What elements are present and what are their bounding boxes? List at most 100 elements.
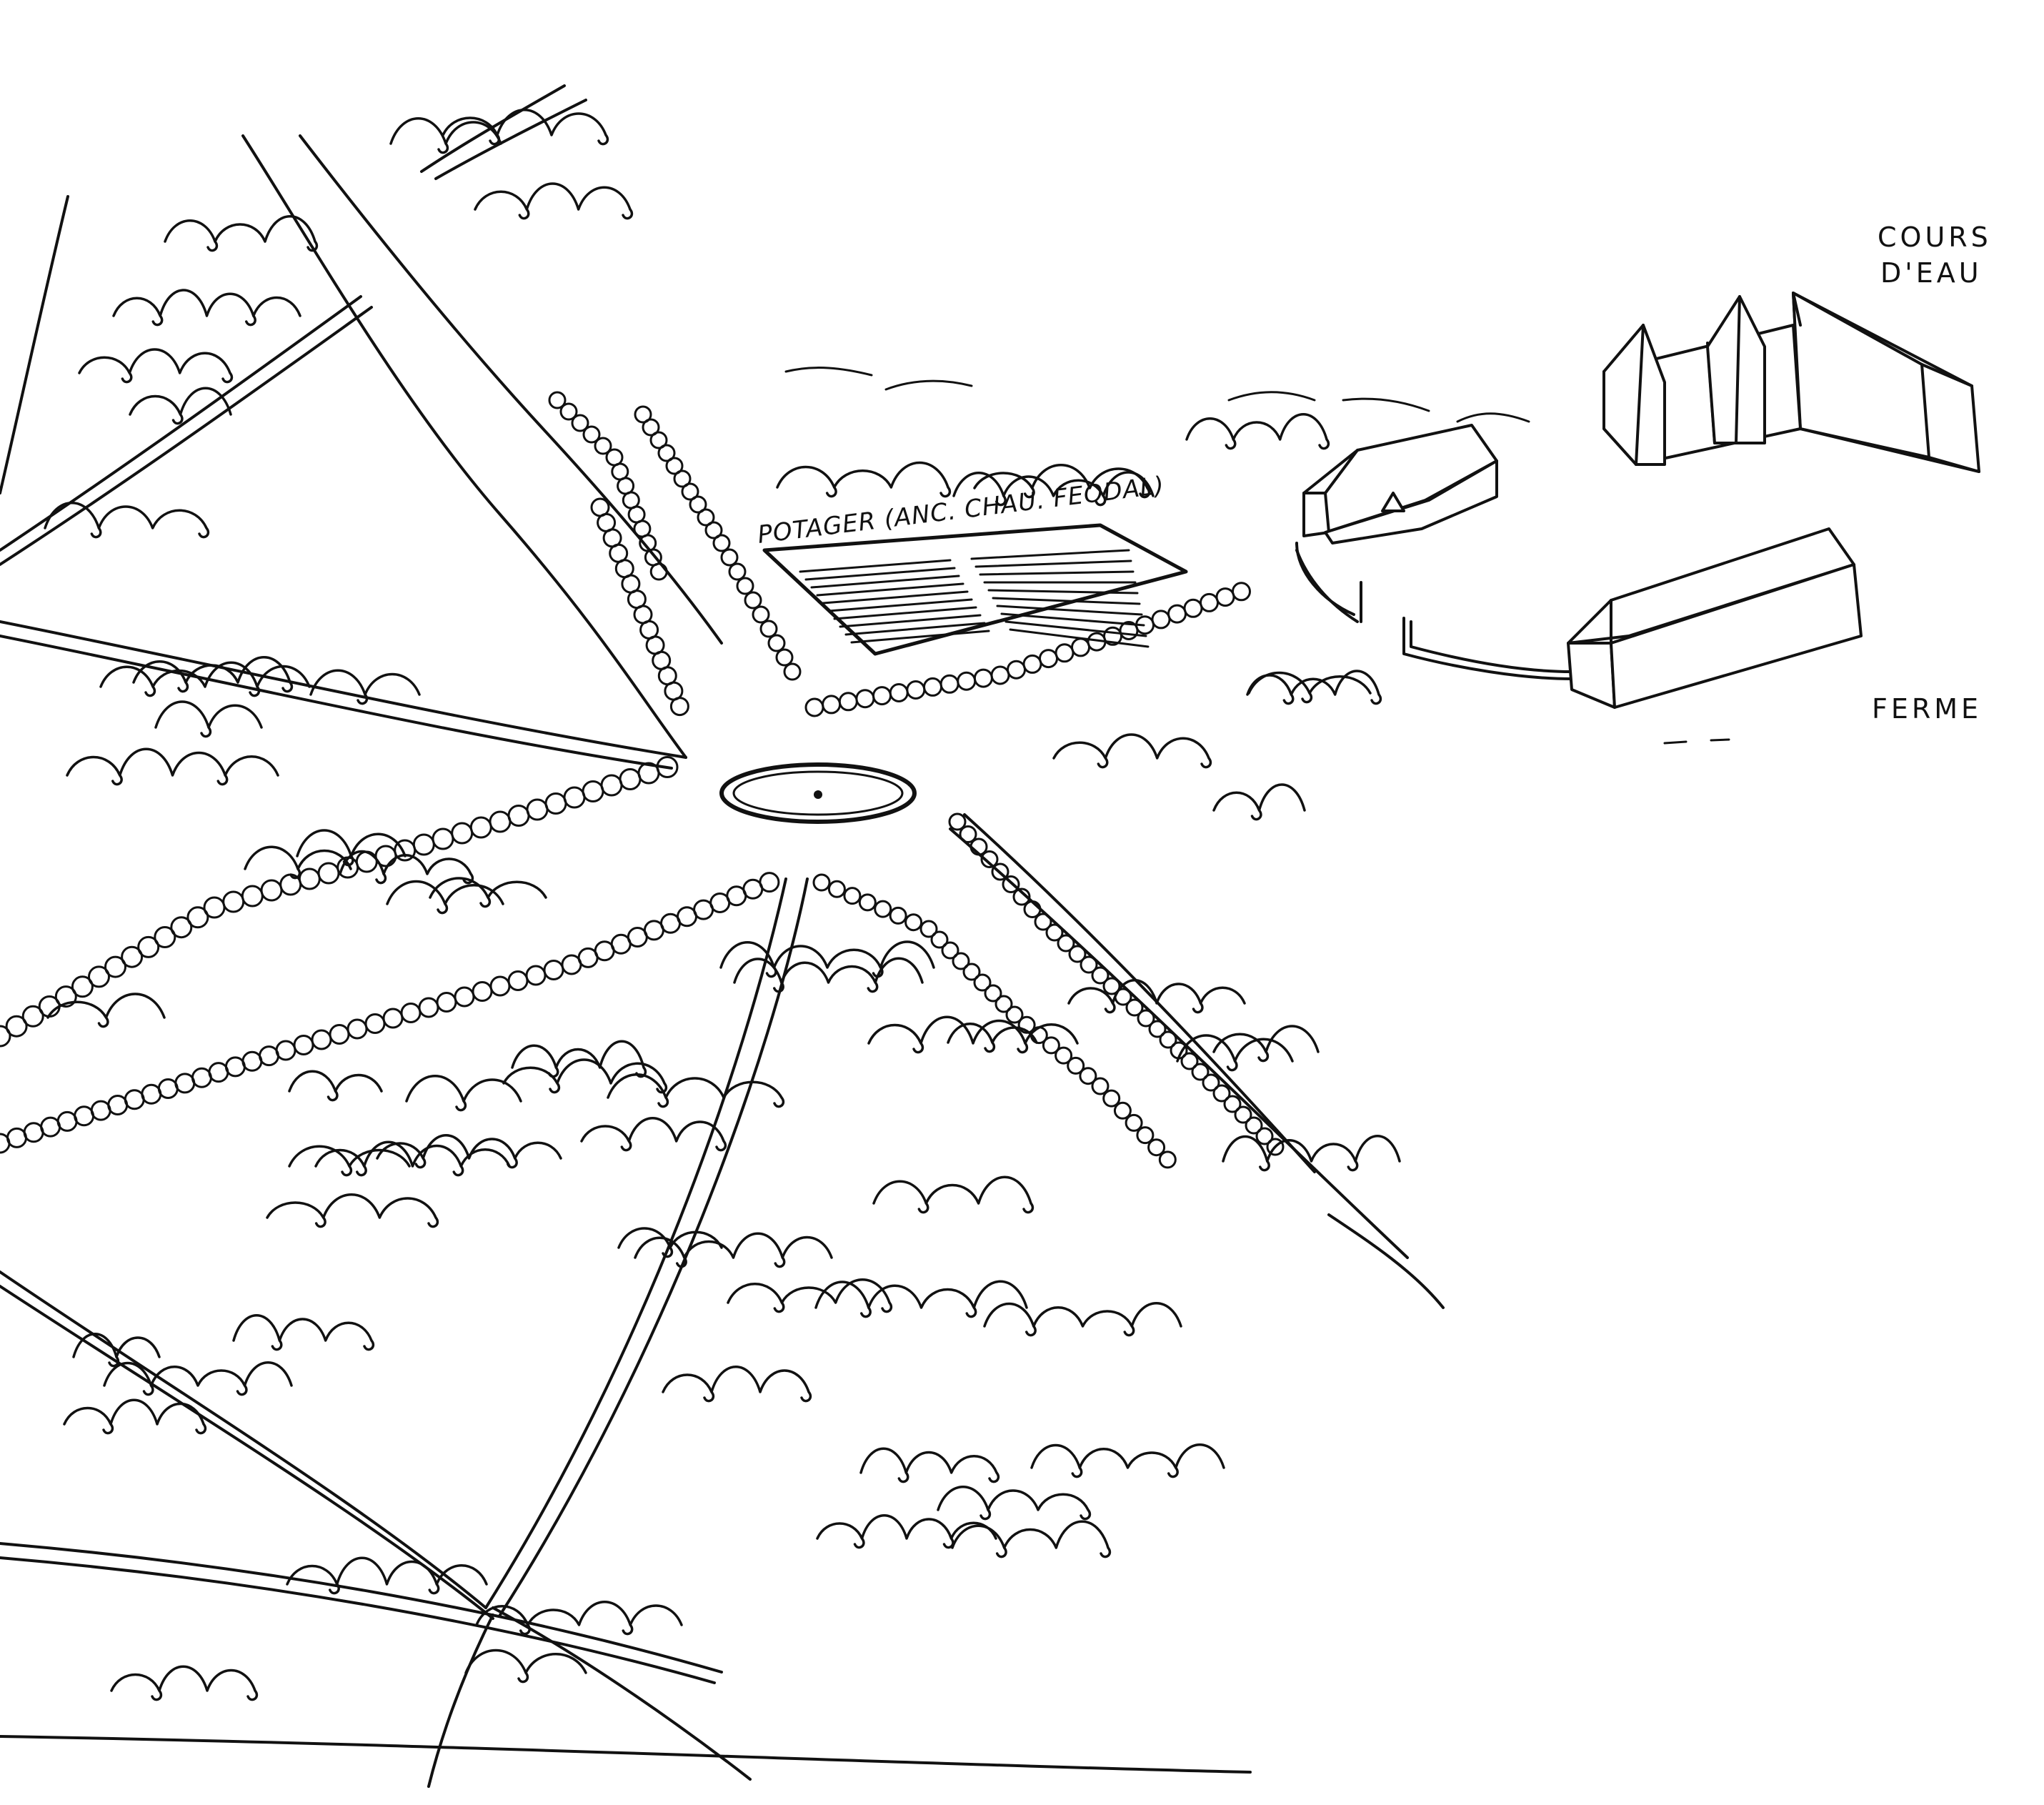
ferme-label: FERME <box>1872 693 1982 725</box>
hedge-bead <box>930 930 949 949</box>
hedge-bead <box>1202 1073 1220 1092</box>
canopy-scribble <box>872 1175 1035 1214</box>
hedge-bead <box>1012 887 1031 906</box>
canopy-scribble <box>288 1145 411 1177</box>
hedge-bead <box>689 495 707 514</box>
canopy-scribble <box>1176 1034 1294 1072</box>
hedge-bead <box>507 970 529 991</box>
canopy-scribble <box>296 829 407 867</box>
hedge-bead <box>5 1015 28 1038</box>
hedge-bead <box>124 1089 145 1110</box>
avenue-top-left-edge <box>241 134 687 759</box>
hedge-bead <box>1055 1046 1073 1065</box>
hedge-bead <box>991 862 1009 881</box>
avenue-east-edge <box>949 827 1409 1259</box>
hedge-bead <box>1057 934 1075 953</box>
canopy-scribble <box>266 1193 439 1228</box>
ride-south-low <box>0 1542 723 1674</box>
avenue-lines <box>0 84 1445 1788</box>
hedge-bead <box>279 873 302 896</box>
canopy-scribble <box>132 656 294 693</box>
hedge-bead <box>1137 1009 1155 1028</box>
canopy-scribble <box>429 877 547 908</box>
canopy-scribble <box>1247 671 1372 704</box>
canopy-scribble <box>103 1361 293 1396</box>
canopy-scribble <box>662 1366 812 1403</box>
potager-furrow <box>974 560 1132 568</box>
hedge-bead <box>472 981 493 1002</box>
canopy-scribble <box>634 1232 833 1268</box>
hedge-bead <box>665 457 684 475</box>
canopy-scribble <box>154 700 263 738</box>
hedge-bead <box>0 1025 11 1048</box>
avenue-top-right-edge <box>299 134 723 645</box>
hedge-bead <box>973 973 992 992</box>
ride-south-low-2 <box>0 1556 716 1684</box>
hedge-bead <box>436 992 457 1013</box>
hedge-bead <box>783 662 802 681</box>
hedge-bead <box>382 1008 404 1029</box>
canopy-scribble <box>389 117 502 154</box>
canopy-scribble <box>776 461 952 498</box>
ride-south-lower-left <box>427 1613 494 1788</box>
hedge-bead <box>1200 592 1219 612</box>
hedge-bead <box>874 900 892 918</box>
ride-south-west-2 <box>0 1285 494 1620</box>
hedge-bead <box>170 916 193 939</box>
hedge-bead <box>374 845 397 867</box>
hedge-bead <box>889 683 909 702</box>
hedge-bead <box>1125 1113 1143 1132</box>
hedge-bead <box>1223 1095 1242 1113</box>
hedge-bead <box>634 405 652 424</box>
hedge-bead <box>1191 1063 1210 1081</box>
canopy-scribble <box>1212 1025 1320 1063</box>
hedge-bead <box>137 935 160 958</box>
hedge-bead <box>260 879 283 902</box>
potager-furrow <box>1009 628 1150 648</box>
hedge-bead <box>418 997 439 1018</box>
potager-furrow <box>827 598 973 612</box>
hedge-bead <box>298 867 321 890</box>
canopy-scribble <box>288 1070 383 1102</box>
avenue-south-left <box>484 877 787 1609</box>
canopy-scribble <box>973 464 1151 499</box>
hedge-bead <box>394 839 417 862</box>
hedge-bead <box>804 697 824 717</box>
hedge-bead <box>293 1035 314 1055</box>
central-basin <box>719 762 917 824</box>
canopy-scribble <box>1052 733 1212 769</box>
hedge-bead <box>1180 1052 1199 1070</box>
hedge-bead <box>1022 654 1042 674</box>
canopy-scribble <box>502 1058 668 1094</box>
forest-canopy <box>44 109 1401 1701</box>
hedge-bead <box>1091 966 1110 985</box>
hedge-bead <box>1080 955 1098 974</box>
potager-furrow <box>810 575 960 589</box>
hedge-bead <box>432 827 454 850</box>
hedge-bead <box>1266 1138 1285 1156</box>
canopy-scribble <box>286 1556 488 1595</box>
hedge-bead <box>962 963 981 981</box>
hedge-bead <box>1034 913 1052 931</box>
canopy-scribble <box>386 880 504 915</box>
hedge-bead <box>855 689 875 709</box>
hedge-bead <box>1147 1138 1166 1157</box>
potager-furrow <box>799 559 952 573</box>
hedge-bead <box>203 896 226 919</box>
potager-furrow <box>987 589 1139 595</box>
potager-furrow <box>970 549 1130 560</box>
canopy-scribble <box>983 1302 1182 1337</box>
ride-left-2 <box>0 635 673 770</box>
hedge-bead <box>526 798 549 821</box>
canopy-scribble <box>1030 1443 1225 1478</box>
hedge-bead <box>1151 610 1171 630</box>
hedge-bead <box>311 1029 332 1050</box>
hedge-bead <box>563 786 586 809</box>
hedge-bead <box>174 1073 196 1094</box>
hedge-bead <box>1007 660 1026 680</box>
chateau <box>1602 292 1980 473</box>
canopy-scribble <box>442 109 609 146</box>
hedge-bead <box>104 955 126 978</box>
hedge-bead <box>1102 977 1121 995</box>
